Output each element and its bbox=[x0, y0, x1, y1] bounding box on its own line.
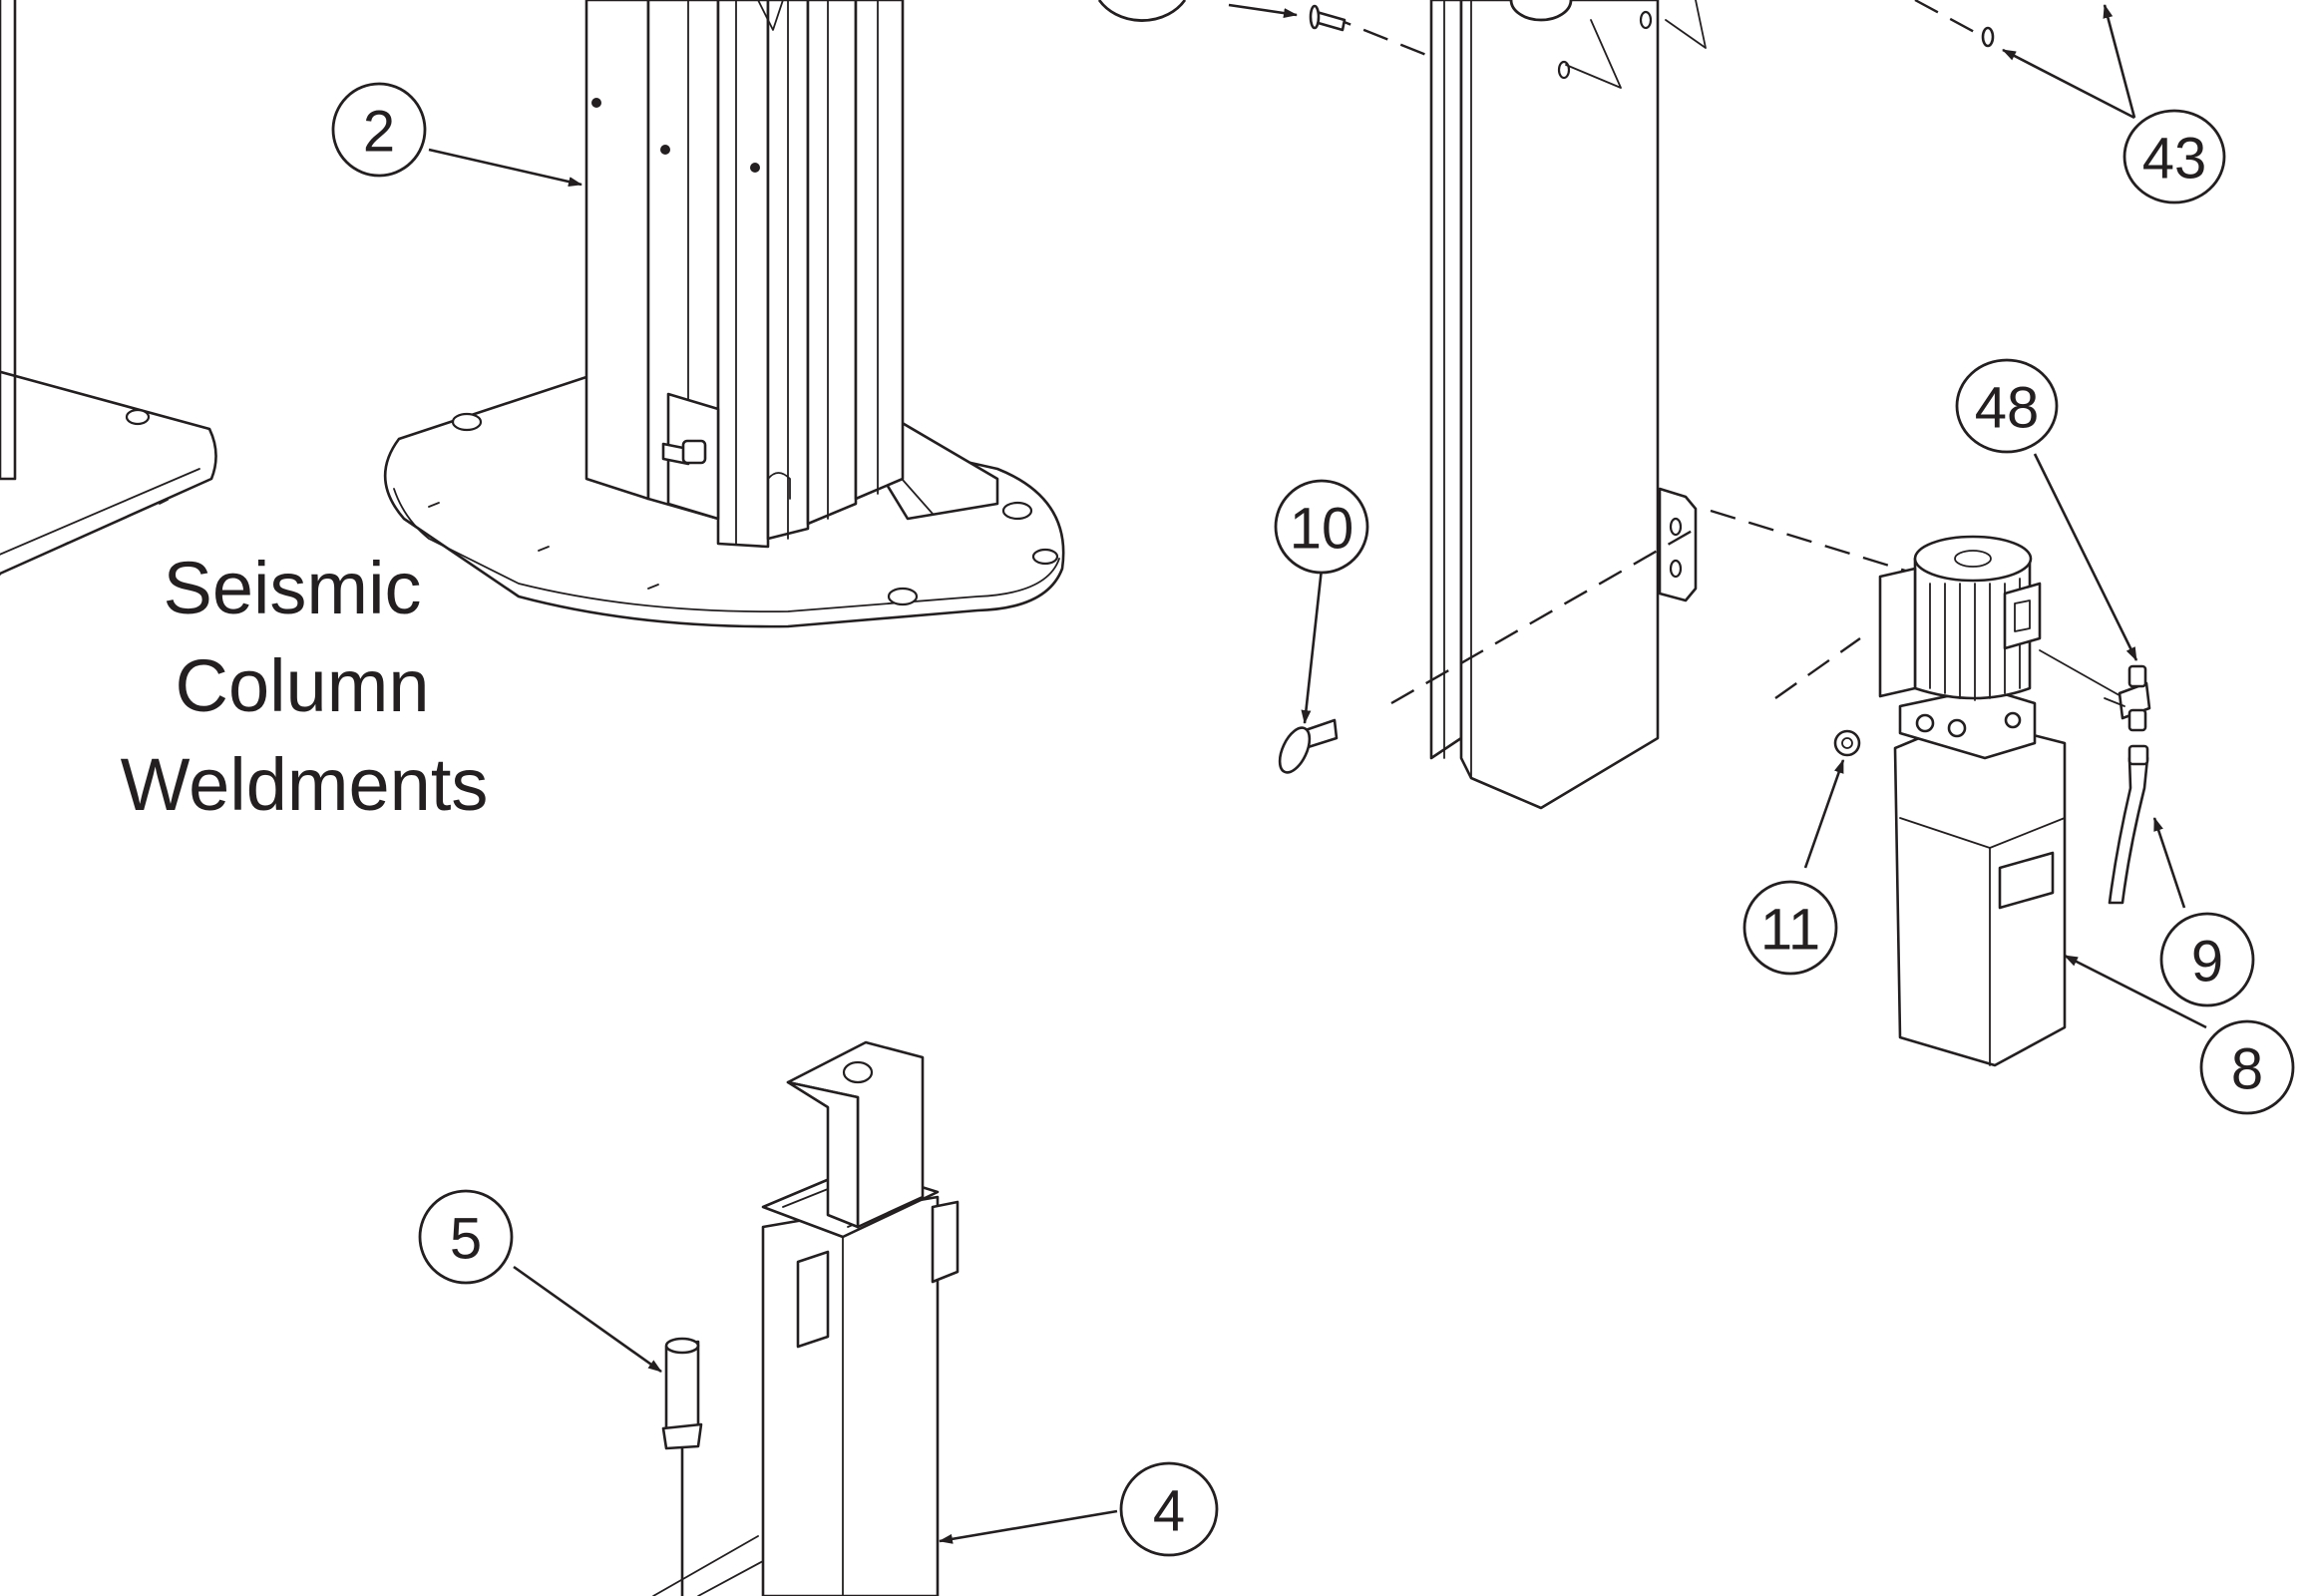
callout-48-label: 48 bbox=[1975, 376, 2040, 441]
hose-9 bbox=[2108, 744, 2149, 905]
callout-8-label: 8 bbox=[2231, 1037, 2263, 1102]
callout-9: 9 bbox=[2159, 912, 2255, 1007]
hydraulic-power-unit bbox=[1878, 535, 2067, 1067]
callout-2: 2 bbox=[331, 82, 427, 178]
assembly-line-43 bbox=[1914, 0, 1981, 37]
leader-lines bbox=[428, 4, 2207, 1544]
lower-column-4 bbox=[652, 1040, 960, 1596]
callout-48: 48 bbox=[1955, 358, 2059, 454]
left-column-weldment bbox=[0, 0, 217, 577]
diagram-caption: Seismic Column Weldments bbox=[121, 547, 489, 826]
callout-5-label: 5 bbox=[450, 1207, 482, 1272]
top-right-washer bbox=[1981, 26, 1995, 48]
assembly-line-10 bbox=[1390, 509, 1916, 705]
main-column bbox=[1429, 0, 1707, 810]
top-bolt bbox=[1309, 4, 1347, 32]
fitting-48 bbox=[2039, 649, 2151, 732]
callout-11-label: 11 bbox=[1760, 898, 1820, 963]
callout-10-label: 10 bbox=[1290, 497, 1354, 562]
caption-line-1: Seismic bbox=[163, 547, 421, 629]
callout-bubbles: 2 43 48 10 11 9 8 5 bbox=[331, 82, 2295, 1557]
pin-5 bbox=[661, 1337, 703, 1596]
callout-4-label: 4 bbox=[1153, 1479, 1185, 1544]
callout-43: 43 bbox=[2122, 109, 2226, 204]
pin-10 bbox=[1278, 718, 1339, 774]
partial-callout-bubble bbox=[1097, 0, 1187, 22]
callout-10: 10 bbox=[1274, 479, 1369, 575]
seismic-column-weldment bbox=[383, 0, 1065, 628]
assembly-line-11 bbox=[1774, 637, 1861, 699]
nut-11 bbox=[1833, 729, 1861, 757]
callout-43-label: 43 bbox=[2142, 127, 2207, 192]
callout-11: 11 bbox=[1742, 880, 1838, 976]
partial-callout-bubble-2 bbox=[1509, 0, 1573, 22]
callout-2-label: 2 bbox=[363, 100, 395, 165]
callout-4: 4 bbox=[1119, 1461, 1219, 1557]
caption-line-2: Column bbox=[176, 644, 430, 727]
callout-5: 5 bbox=[418, 1189, 514, 1285]
callout-9-label: 9 bbox=[2191, 930, 2223, 995]
callout-8: 8 bbox=[2199, 1019, 2295, 1115]
partial-callout-leader bbox=[1228, 3, 1298, 19]
caption-line-3: Weldments bbox=[121, 743, 489, 826]
